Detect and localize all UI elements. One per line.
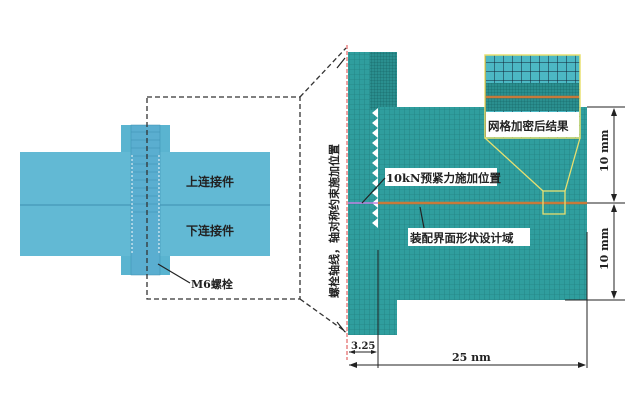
design-domain-label: 装配界面形状设计域 [409,231,514,245]
zoom-indicator [146,47,347,333]
lower-part-label: 下连接件 [186,223,234,238]
refined-region-box [542,190,566,215]
dim-width-label: 25 nm [452,351,491,364]
dim-lower-label: 10 mm [598,227,611,270]
dimensions [349,106,625,368]
assembly-view: 上连接件 下连接件 M6螺栓 [20,124,270,291]
thread-teeth [372,108,378,228]
upper-part-label: 上连接件 [186,174,234,189]
refined-mesh-label: 网格加密后结果 [488,119,569,133]
fe-model: 网格加密后结果 10kN预紧力施加位置 装配界面形状设计域 螺栓轴线，轴对称约束… [327,45,587,360]
bolt-label: M6螺栓 [191,277,233,291]
preload-label: 10kN预紧力施加位置 [386,171,501,185]
dim-radius-label: 3.25 [351,341,375,352]
dim-upper-label: 10 mm [598,129,611,172]
axis-constraint-label: 螺栓轴线，轴对称约束施加位置 [327,144,341,298]
